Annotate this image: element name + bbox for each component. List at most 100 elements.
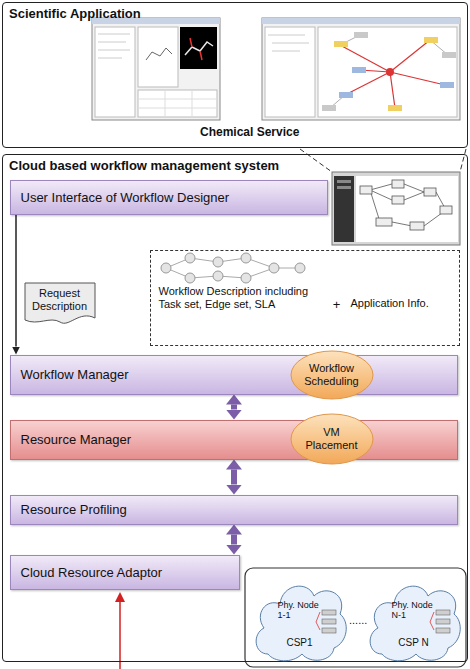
designer-screenshot: [334, 176, 354, 242]
request-arrow: [15, 215, 17, 347]
designer-screenshot: [356, 176, 458, 242]
task-graph: [213, 257, 223, 267]
task-graph: [161, 263, 171, 273]
cloud-outline: [256, 586, 346, 661]
app-screenshot: [92, 18, 220, 120]
app-screenshot: [330, 35, 448, 108]
box-label: User Interface of Workflow Designer: [21, 190, 230, 205]
app-screenshot: [390, 72, 395, 108]
cloud-outline: [322, 610, 336, 615]
cloud-shape: Phy. Node 1-1CSP1: [250, 574, 350, 664]
designer-screenshot: [370, 184, 446, 226]
designer-screenshot: [392, 180, 404, 188]
app-screenshot: [165, 90, 166, 117]
app-screenshot: [265, 27, 315, 117]
task-graph: [161, 253, 305, 283]
designer-screenshot: [424, 188, 436, 196]
description-box: Workflow Description including Task set,…: [150, 250, 460, 346]
doc-outline: [25, 283, 95, 323]
app-screenshot: [138, 99, 217, 100]
designer-screenshot: [440, 206, 452, 214]
box-label: Workflow Scheduling: [301, 362, 363, 387]
cloud-outline: [430, 622, 434, 630]
cloud-outline: [322, 619, 336, 624]
cloud-outline: [436, 619, 450, 624]
task-graph: [185, 273, 195, 283]
document-shape: Request Description: [24, 282, 96, 326]
app-screenshot: [354, 32, 368, 38]
box-label: Workflow Manager: [21, 367, 129, 382]
app-screenshot: [98, 50, 130, 51]
layer-band: Workflow Manager Workflow Scheduling: [10, 355, 458, 395]
designer-screenshot: [332, 172, 460, 245]
provider-label: CSP1: [250, 637, 350, 649]
app-screenshot: [352, 67, 366, 73]
app-screenshot: [262, 18, 460, 120]
description-text: Application Info.: [351, 297, 451, 310]
app-screenshot: [440, 82, 454, 88]
app-screenshot: [98, 42, 126, 43]
csp-frame: [245, 568, 466, 667]
cloud-outline: [436, 610, 450, 615]
cloud-outline: [322, 628, 336, 633]
designer-screenshot: [376, 218, 392, 226]
system-frame: Cloud based workflow management systemUs…: [2, 154, 468, 662]
app-screenshot: [388, 105, 402, 111]
panel-title: Scientific Application: [9, 6, 141, 21]
app-screenshot: [334, 41, 348, 47]
designer-screenshot: [392, 196, 404, 204]
description-text: Workflow Description including Task set,…: [159, 285, 319, 311]
panel-title: Cloud based workflow management system: [9, 158, 279, 173]
designer-screenshot: [392, 222, 412, 226]
ellipse-outline: [291, 351, 373, 399]
cloud-outline: [430, 612, 434, 622]
task-graph: [295, 263, 305, 273]
zoom-line: [300, 149, 332, 172]
app-screenshot: [146, 48, 172, 60]
task-graph: [241, 273, 251, 283]
app-screenshot: [390, 40, 430, 72]
designer-screenshot: [404, 192, 424, 200]
layer-band: Cloud Resource Adaptor: [10, 555, 240, 590]
app-screenshot: [272, 43, 309, 44]
screenshot-caption: Chemical Service: [200, 125, 299, 139]
box-label: Cloud Resource Adaptor: [21, 565, 163, 580]
cloud-outline: [316, 612, 320, 622]
cloud-outline: [364, 574, 464, 664]
app-screenshot: [138, 27, 178, 87]
app-screenshot: [424, 37, 438, 43]
app-screenshot: [180, 27, 217, 69]
designer-screenshot: [370, 184, 392, 190]
app-screenshot: [262, 18, 460, 24]
zoom-line: [460, 149, 466, 172]
app-screenshot: [268, 35, 305, 36]
app-screenshot: [390, 72, 445, 85]
ellipse-outline: [291, 414, 373, 464]
app-screenshot: [98, 58, 122, 59]
designer-screenshot: [360, 180, 452, 230]
layer-band: Resource Manager VM Placement: [10, 420, 458, 460]
app-screenshot: [322, 105, 336, 111]
input-arrow: [119, 602, 121, 669]
box-label: VM Placement: [301, 426, 363, 451]
designer-screenshot: [360, 186, 372, 194]
interface-arrow: [231, 535, 237, 545]
designer-screenshot: [370, 190, 380, 222]
cloud-shape: Phy. Node N-1CSP N: [364, 574, 464, 664]
box-label: Resource Manager: [21, 432, 132, 447]
app-screenshot: [386, 68, 394, 76]
designer-screenshot: [404, 184, 424, 192]
cloud-outline: [370, 586, 460, 661]
cloud-outline: [316, 622, 320, 630]
cloud-outline: [250, 574, 350, 664]
designer-screenshot: [332, 172, 460, 245]
designer-screenshot: [370, 190, 392, 200]
layer-band: Resource Profiling: [10, 495, 458, 525]
designer-screenshot: [410, 222, 424, 230]
task-graph: [213, 271, 223, 281]
task-graph: [185, 253, 195, 263]
box-label: Resource Profiling: [21, 502, 127, 517]
interface-arrow: [231, 405, 237, 410]
